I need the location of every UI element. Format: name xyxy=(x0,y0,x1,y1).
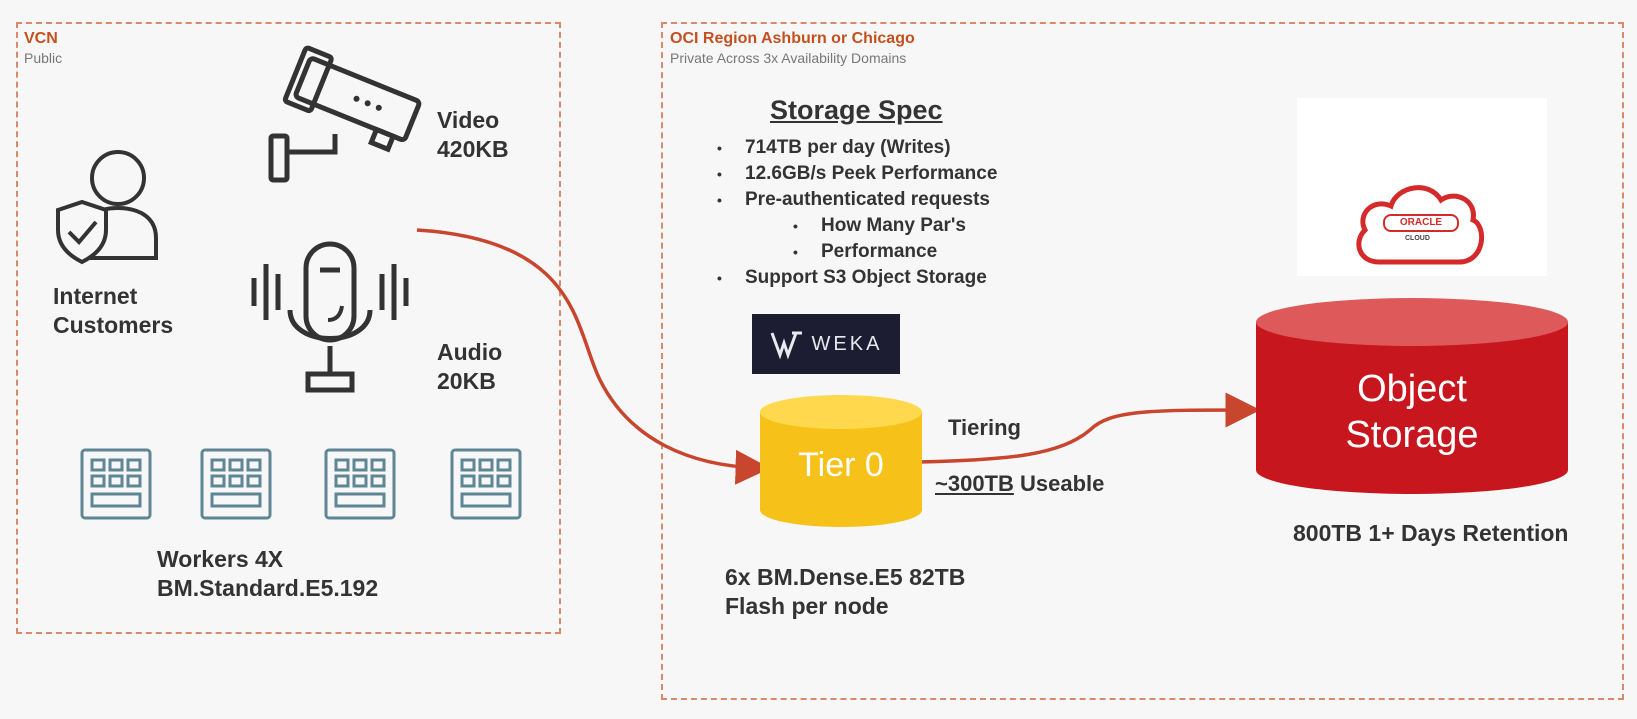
tiering-label: Tiering xyxy=(948,415,1021,440)
spec-subitem: Performance xyxy=(745,239,997,265)
tiering-capacity: ~300TB Useable xyxy=(935,470,1104,498)
video-label: Video 420KB xyxy=(437,106,509,164)
audio-line1: Audio xyxy=(437,339,503,365)
tier0-label: Tier 0 xyxy=(798,446,884,484)
tier0-spec-line1: 6x BM.Dense.E5 82TB xyxy=(725,564,966,590)
tiering-arrow xyxy=(917,392,1261,464)
video-line2: 420KB xyxy=(437,135,509,162)
video-line1: Video xyxy=(437,107,500,133)
internet-line1: Internet xyxy=(53,283,138,309)
object-storage-label: Object Storage xyxy=(1256,366,1568,458)
tier0-cylinder xyxy=(760,395,922,527)
microphone-icon xyxy=(251,241,409,393)
region-title: OCI Region Ashburn or Chicago xyxy=(670,30,915,47)
workers-line2: BM.Standard.E5.192 xyxy=(157,574,379,601)
oracle-brand: ORACLE xyxy=(1383,214,1459,232)
shield-user-icon xyxy=(56,150,158,265)
internet-customers-label: Internet Customers xyxy=(53,282,173,340)
tier0-spec-line2: Flash per node xyxy=(725,592,889,619)
object-storage-line2: Storage xyxy=(1345,414,1479,456)
storage-spec-list: 714TB per day (Writes) 12.6GB/s Peek Per… xyxy=(717,135,997,291)
spec-subitem: How Many Par's xyxy=(745,213,997,239)
capacity-suffix: Useable xyxy=(1013,471,1105,496)
weka-text: WEKA xyxy=(811,332,883,355)
weka-mark-icon xyxy=(770,331,802,360)
oracle-cloud-text: CLOUD xyxy=(1405,235,1430,242)
vcn-box xyxy=(16,22,561,634)
retention-label: 800TB 1+ Days Retention xyxy=(1293,520,1569,546)
server-icon xyxy=(80,448,152,520)
weka-logo: WEKA xyxy=(752,314,900,374)
server-icon xyxy=(200,448,272,520)
internet-line2: Customers xyxy=(53,311,174,338)
vcn-subtitle: Public xyxy=(24,50,63,66)
ingest-arrow xyxy=(416,228,771,485)
workers-label: Workers 4X BM.Standard.E5.192 xyxy=(157,545,378,603)
spec-item: Support S3 Object Storage xyxy=(717,265,997,291)
object-storage-cylinder xyxy=(1256,298,1568,494)
cctv-camera-icon xyxy=(268,45,422,183)
oracle-cloud-icon xyxy=(1356,185,1484,265)
vcn-title: VCN xyxy=(24,30,58,47)
oracle-cloud-card: ORACLE CLOUD xyxy=(1297,98,1547,276)
spec-item: Pre-authenticated requests xyxy=(717,187,997,213)
tier0-spec: 6x BM.Dense.E5 82TB Flash per node xyxy=(725,563,965,621)
audio-line2: 20KB xyxy=(437,367,496,394)
server-icon xyxy=(450,448,522,520)
server-icon xyxy=(324,448,396,520)
audio-label: Audio 20KB xyxy=(437,338,502,396)
region-subtitle: Private Across 3x Availability Domains xyxy=(670,50,907,66)
spec-item: 12.6GB/s Peek Performance xyxy=(717,161,997,187)
region-box xyxy=(661,22,1624,700)
spec-item: 714TB per day (Writes) xyxy=(717,135,997,161)
workers-line1: Workers 4X xyxy=(157,546,284,572)
object-storage-line1: Object xyxy=(1357,368,1467,410)
storage-spec-title: Storage Spec xyxy=(770,95,943,125)
capacity-value: ~300TB xyxy=(935,471,1014,496)
